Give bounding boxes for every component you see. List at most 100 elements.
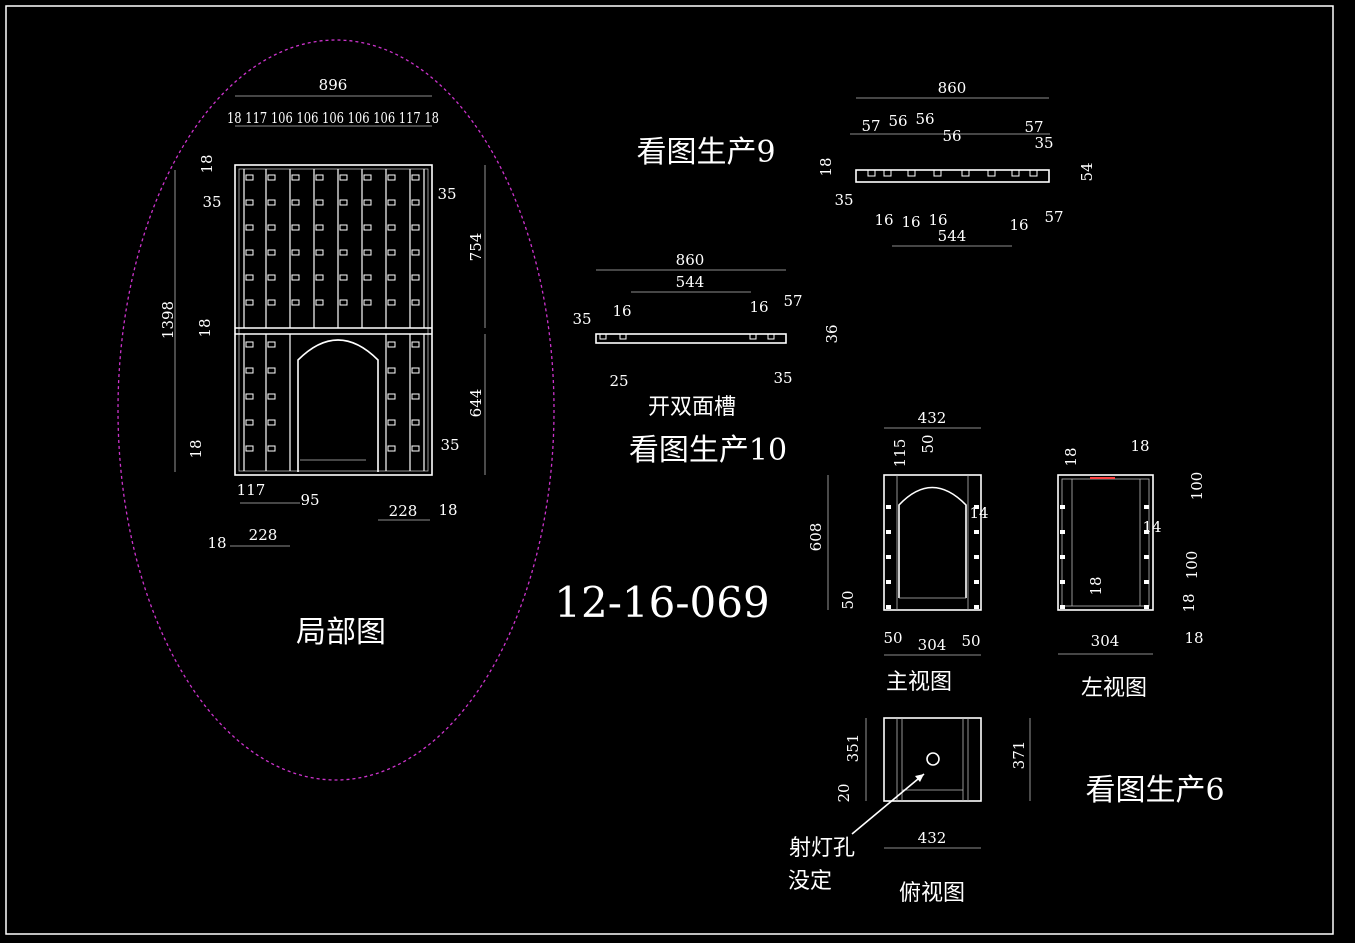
shelf-pin-mark — [245, 274, 254, 281]
shelf-pin-mark — [291, 174, 300, 181]
v10-dim-35a: 35 — [572, 310, 591, 328]
drawing-code: 12-16-069 — [554, 578, 769, 627]
shelf-pin-mark — [411, 367, 420, 374]
front-dim-50b: 50 — [839, 590, 857, 609]
top-view — [851, 717, 1031, 849]
shelf-pin-mark — [387, 249, 396, 256]
title-partial-view: 局部图 — [296, 615, 386, 650]
hole-mark — [886, 580, 891, 584]
v10-dim-25: 25 — [609, 372, 628, 390]
dim-644: 644 — [467, 389, 485, 418]
v9-dim-16d: 16 — [1009, 216, 1028, 234]
shelf-pin-mark — [315, 199, 324, 206]
v10-dim-544: 544 — [676, 273, 705, 291]
shelf-pin-mark — [363, 199, 372, 206]
top-dim-432: 432 — [918, 829, 947, 847]
label-spotlight-line1: 射灯孔 — [789, 836, 855, 861]
shelf-pin-mark — [245, 419, 254, 426]
top-dim-371: 371 — [1010, 741, 1028, 770]
shelf-pin-mark — [291, 299, 300, 306]
shelf-pin-mark — [411, 393, 420, 400]
label-double-groove: 开双面槽 — [648, 395, 736, 420]
dim-35-right-top: 35 — [437, 185, 456, 203]
groove-mark — [1011, 169, 1020, 177]
v9-dim-56c: 56 — [942, 127, 961, 145]
shelf-pin-mark — [291, 274, 300, 281]
groove-mark — [767, 333, 775, 340]
shelf-pin-mark — [267, 199, 276, 206]
v9-dim-544: 544 — [938, 227, 967, 245]
title-production10: 看图生产10 — [629, 433, 787, 468]
shelf-pin-mark — [387, 224, 396, 231]
shelf-pin-mark — [267, 249, 276, 256]
shelf-pin-mark — [411, 274, 420, 281]
shelf-pin-mark — [245, 224, 254, 231]
title-production9: 看图生产9 — [636, 135, 775, 170]
shelf-pin-mark — [315, 174, 324, 181]
groove-mark — [749, 333, 757, 340]
dim-top-18: 18 — [198, 154, 216, 173]
dim-228-right: 228 — [389, 502, 418, 520]
shelf-pin-mark — [387, 445, 396, 452]
shelf-pin-mark — [387, 174, 396, 181]
hole-mark — [886, 530, 891, 534]
shelf-pin-mark — [387, 419, 396, 426]
v10-dim-16b: 16 — [749, 298, 768, 316]
groove-mark — [599, 333, 607, 340]
shelf-pin-mark — [387, 367, 396, 374]
shelf-pin-mark — [411, 445, 420, 452]
hole-mark — [974, 580, 979, 584]
shelf-pin-mark — [245, 367, 254, 374]
dim-mid-18: 18 — [196, 318, 214, 337]
shelf-pin-mark — [291, 249, 300, 256]
shelf-pin-mark — [267, 224, 276, 231]
label-spotlight-line2: 没定 — [788, 869, 832, 894]
shelf-pin-mark — [267, 419, 276, 426]
shelf-pin-mark — [387, 199, 396, 206]
v9-dim-16a: 16 — [874, 211, 893, 229]
shelf-pin-mark — [245, 249, 254, 256]
hole-mark — [1060, 580, 1065, 584]
shelf-pin-mark — [267, 174, 276, 181]
hole-mark — [886, 605, 891, 609]
hole-mark — [1144, 505, 1149, 509]
hole-mark — [974, 505, 979, 509]
groove-mark — [883, 169, 892, 177]
left-dim-100b: 100 — [1183, 551, 1201, 580]
v9-dim-35b: 35 — [834, 191, 853, 209]
partial-view-ellipse — [117, 39, 555, 781]
dim-18-right: 18 — [438, 501, 457, 519]
shelf-pin-mark — [245, 393, 254, 400]
front-dim-304: 304 — [918, 636, 947, 654]
hole-mark — [1144, 555, 1149, 559]
shelf-pin-mark — [387, 341, 396, 348]
shelf-pin-mark — [245, 445, 254, 452]
v9-dim-16c: 16 — [928, 211, 947, 229]
left-dim-18c: 18 — [1087, 576, 1105, 595]
shelf-pin-mark — [411, 419, 420, 426]
hole-mark — [886, 505, 891, 509]
v9-dim-57a: 57 — [861, 117, 880, 135]
front-dim-432: 432 — [918, 409, 947, 427]
shelf-pin-mark — [245, 174, 254, 181]
v10-dim-57: 57 — [783, 292, 802, 310]
title-front-view: 主视图 — [886, 670, 952, 695]
dim-117: 117 — [237, 481, 266, 499]
dim-18-left: 18 — [207, 534, 226, 552]
shelf-pin-mark — [315, 274, 324, 281]
title-top-view: 俯视图 — [899, 881, 965, 906]
front-dim-608: 608 — [807, 523, 825, 552]
groove-mark — [961, 169, 970, 177]
shelf-pin-mark — [339, 249, 348, 256]
hole-mark — [1060, 505, 1065, 509]
shelf-pin-mark — [267, 299, 276, 306]
shelf-pin-mark — [363, 274, 372, 281]
v9-dim-35a: 35 — [1034, 134, 1053, 152]
groove-mark — [619, 333, 627, 340]
dim-896: 896 — [319, 76, 348, 94]
shelf-pin-mark — [363, 224, 372, 231]
left-dim-18b: 18 — [1062, 447, 1080, 466]
left-dim-18a: 18 — [1130, 437, 1149, 455]
shelf-pin-mark — [315, 249, 324, 256]
dim-35-left: 35 — [202, 193, 221, 211]
